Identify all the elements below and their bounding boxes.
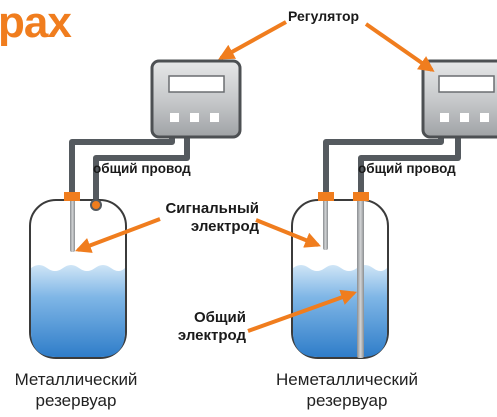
water-left [31,265,125,357]
connector-right-signal [318,192,334,201]
signal-electrode-left [70,198,75,252]
title-fragment: рах [0,0,72,47]
regulator-left [150,59,242,139]
tank-left-caption-line2: резервуар [35,391,117,410]
connector-left-ground [90,199,102,211]
arrow-signal-electrode-right [255,218,321,248]
common-electrode-label: Общий электрод [160,309,246,345]
tank-left-caption-line1: Металлический [14,370,138,389]
connector-right-common [353,192,369,201]
cable-left-common [93,128,190,200]
tank-right-caption-line1: Неметаллический [276,370,418,389]
connector-left-signal [64,192,80,201]
tank-right-caption: Неметаллический резервуар [266,369,428,411]
common-electrode-right [357,198,364,358]
tank-left-caption: Металлический резервуар [0,369,152,411]
common-wire-label-right: общий провод [358,161,456,176]
common-electrode-label-line2: электрод [177,327,246,344]
cable-right-common [358,128,461,198]
signal-electrode-right [323,198,328,250]
regulator-label: Регулятор [288,8,360,24]
tank-right-caption-line2: резервуар [306,391,388,410]
arrow-signal-electrode-left [75,217,161,253]
regulator-right [421,59,497,139]
arrow-regulator-right [364,22,435,72]
common-wire-label-left: общий провод [93,161,191,176]
signal-electrode-label-line2: электрод [190,218,259,235]
signal-electrode-label: Сигнальный электрод [153,200,259,236]
common-electrode-label-line1: Общий [193,309,246,326]
signal-electrode-label-line1: Сигнальный [165,200,259,217]
arrow-regulator-left [218,20,287,60]
arrow-common-electrode [247,289,358,333]
